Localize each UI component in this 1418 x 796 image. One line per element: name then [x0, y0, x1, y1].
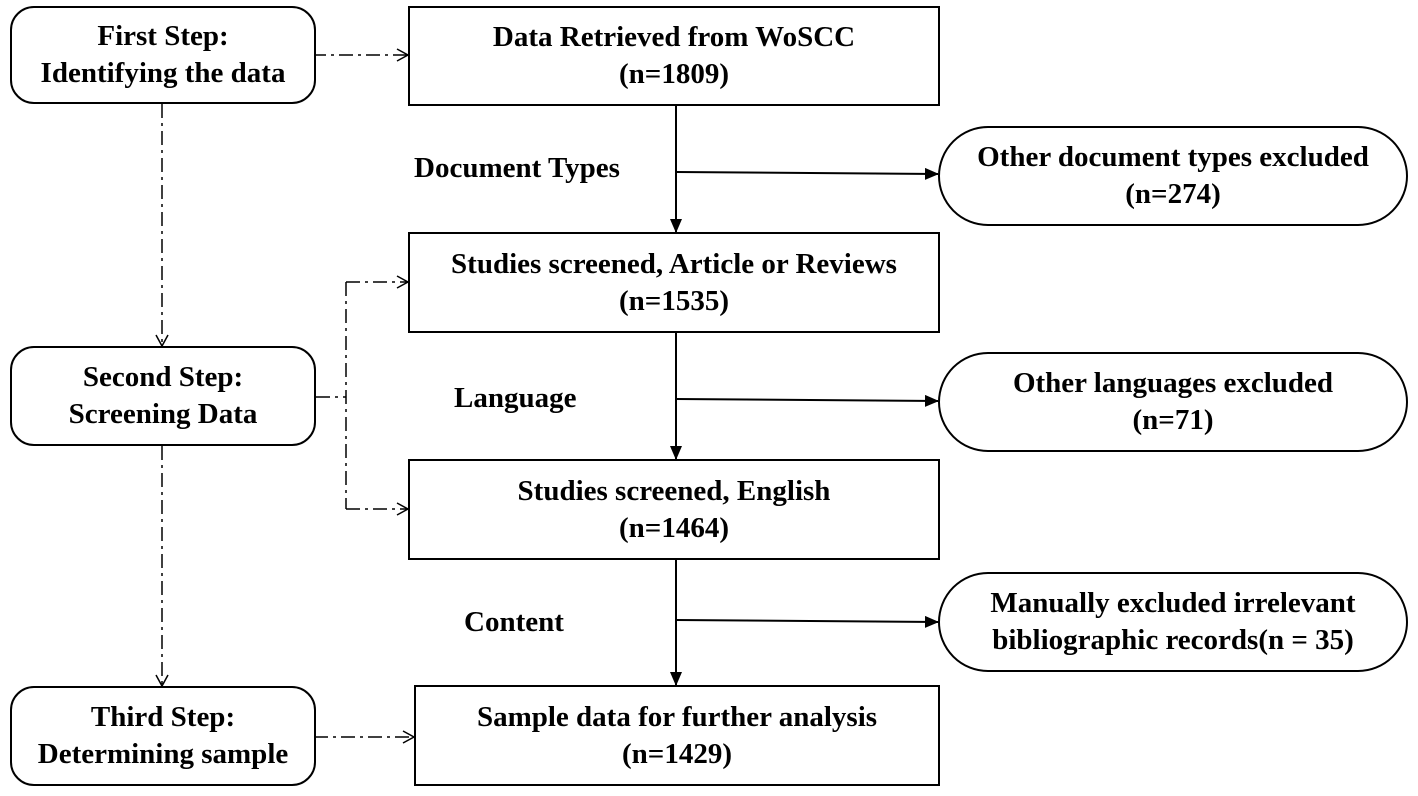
english-count: (n=1464) [619, 511, 729, 544]
manual-excluded-text: Manually excluded irrelevant [990, 587, 1356, 619]
doc-types-excluded-count: (n=274) [1125, 178, 1221, 210]
articles-title: Studies screened, Article or Reviews [451, 247, 897, 280]
languages-excluded-box: Other languages excluded (n=71) [938, 352, 1408, 452]
first-step-subtitle: Identifying the data [40, 57, 286, 89]
retrieved-data-box: Data Retrieved from WoSCC (n=1809) [408, 6, 940, 106]
second-step-title: Second Step: [82, 361, 244, 393]
arrow-to-doc-types-excluded [675, 167, 939, 180]
doc-types-excluded-box: Other document types excluded (n=274) [938, 126, 1408, 226]
first-step-box: First Step: Identifying the data [10, 6, 316, 104]
english-title: Studies screened, English [517, 474, 831, 507]
languages-excluded-text: Other languages excluded [1012, 367, 1334, 399]
manual-excluded-count: bibliographic records(n = 35) [992, 624, 1354, 656]
manual-excluded-box: Manually excluded irrelevant bibliograph… [938, 572, 1408, 672]
retrieved-count: (n=1809) [619, 58, 729, 90]
third-step-subtitle: Determining sample [37, 738, 289, 770]
first-step-title: First Step: [97, 20, 229, 52]
third-step-title: Third Step: [90, 701, 236, 733]
second-step-box: Second Step: Screening Data [10, 346, 316, 446]
retrieved-title: Data Retrieved from WoSCC [492, 21, 856, 53]
sample-data-box: Sample data for further analysis (n=1429… [414, 685, 940, 786]
criterion-content: Content [464, 606, 564, 638]
sample-count: (n=1429) [622, 737, 732, 770]
languages-excluded-count: (n=71) [1132, 404, 1214, 436]
doc-types-excluded-text: Other document types excluded [977, 141, 1369, 173]
arrow-to-manual-excluded [675, 615, 939, 628]
english-screened-box: Studies screened, English (n=1464) [408, 459, 940, 560]
sample-title: Sample data for further analysis [476, 700, 878, 733]
criterion-document-types: Document Types [414, 152, 620, 184]
arrow-to-languages-excluded [675, 394, 939, 407]
articles-screened-box: Studies screened, Article or Reviews (n=… [408, 232, 940, 333]
criterion-language: Language [454, 382, 577, 414]
second-step-subtitle: Screening Data [68, 398, 258, 430]
third-step-box: Third Step: Determining sample [10, 686, 316, 786]
articles-count: (n=1535) [619, 284, 729, 317]
